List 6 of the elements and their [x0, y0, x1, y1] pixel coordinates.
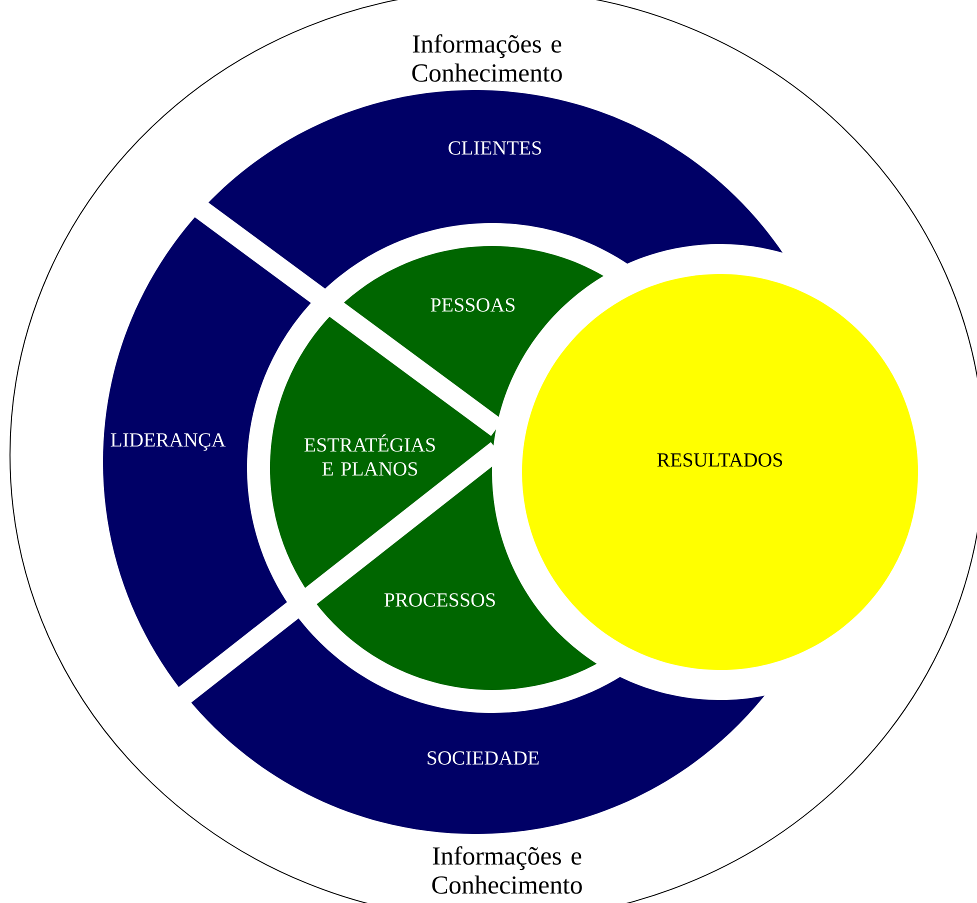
segment-label: LIDERANÇA [110, 433, 226, 451]
segment-label: SOCIEDADE [428, 751, 539, 765]
segment-label: CLIENTES [448, 141, 541, 155]
segment-label: PROCESSOS [384, 593, 495, 607]
segment-label: PESSOAS [430, 298, 515, 312]
segment-label: ESTRATÉGIAS E PLANOS [304, 434, 435, 476]
